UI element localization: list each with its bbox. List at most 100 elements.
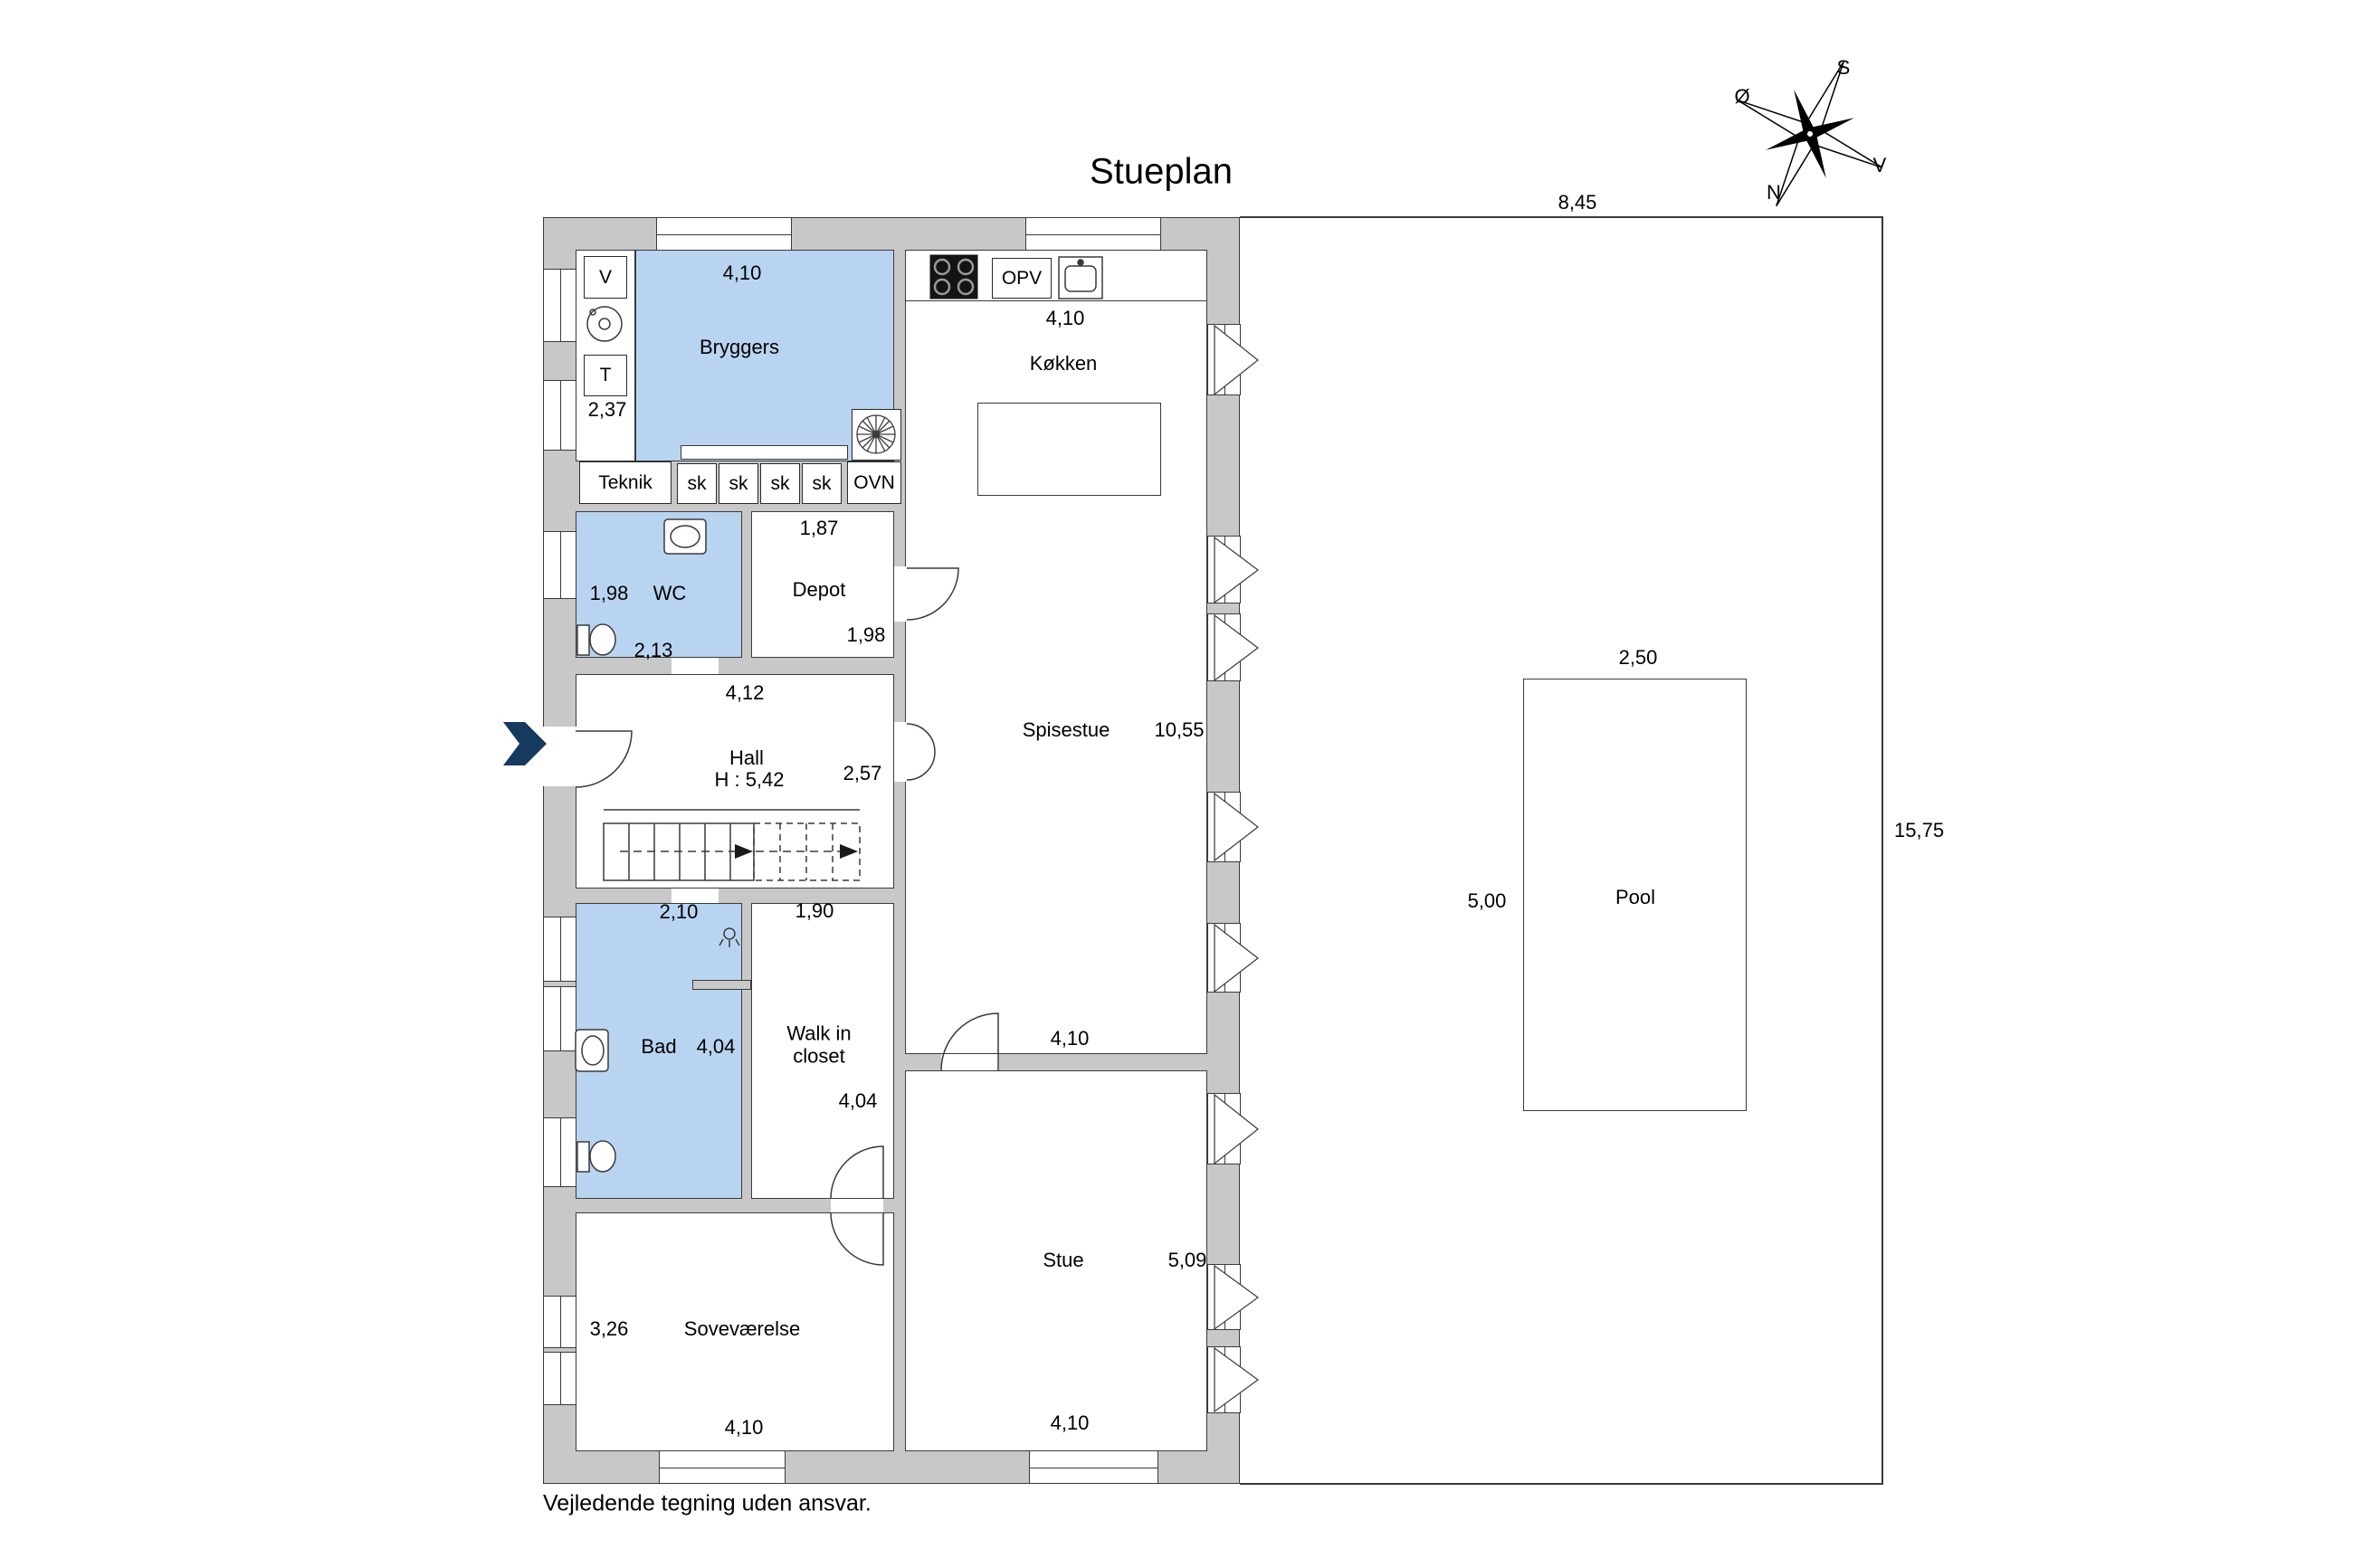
dishwasher-box: OPV [992, 258, 1052, 299]
kitchen-sink-icon [1058, 256, 1103, 299]
washing-machine-icon [586, 306, 623, 342]
site-width-dim: 8,45 [1558, 191, 1597, 214]
window [1025, 217, 1161, 251]
wc-door-opening [672, 658, 719, 674]
stair-direction-arrow [840, 844, 858, 859]
stue-dim: 5,09 [1167, 1249, 1207, 1271]
bad-dim: 4,04 [696, 1035, 736, 1058]
depot-door-opening [894, 566, 906, 622]
spisestue-label: Spisestue [1022, 718, 1110, 741]
site-boundary-top [1240, 216, 1882, 218]
pool-width-dim: 2,50 [1618, 646, 1658, 669]
stue-label: Stue [1043, 1249, 1084, 1271]
kitchen-dim: 4,10 [1045, 307, 1085, 329]
stair-direction-arrow [735, 844, 753, 859]
compass-label-n: N [1767, 181, 1781, 204]
window [543, 531, 576, 599]
pool-height-dim: 5,00 [1467, 889, 1507, 912]
bad-dim-top: 2,10 [659, 900, 699, 923]
window [543, 380, 576, 451]
window [656, 217, 792, 251]
hall-dining-door-arc [906, 723, 936, 781]
window [543, 986, 576, 1051]
closet-box: sk [802, 463, 842, 504]
closet-label: sk [687, 472, 707, 494]
window [543, 1117, 576, 1187]
window [543, 1352, 576, 1405]
disclaimer-text: Vejledende tegning uden ansvar. [543, 1490, 872, 1516]
teknik-box: Teknik [579, 461, 672, 504]
ventilation-fan-icon [856, 414, 896, 454]
hall-ceiling-height: H : 5,42 [714, 768, 785, 791]
depot-dim-top: 1,87 [799, 517, 839, 539]
site-height-dim: 15,75 [1894, 819, 1945, 841]
walkin-label-line2: closet [793, 1045, 845, 1068]
pool [1523, 679, 1747, 1111]
bath-toilet-icon [576, 1140, 616, 1173]
wc-sink-icon [663, 518, 707, 555]
entry-door-arc [575, 730, 633, 788]
bath-sink-icon [575, 1029, 609, 1072]
window [659, 1450, 786, 1484]
compass-label-oe: Ø [1734, 85, 1750, 108]
bryggers-counter [681, 445, 848, 460]
laundry-dim: 2,37 [587, 398, 627, 421]
kitchen-label: Køkken [1029, 352, 1098, 375]
oven-box: OVN [847, 461, 901, 504]
depot-label: Depot [792, 578, 846, 601]
closet-box: sk [677, 463, 717, 504]
closet-label: sk [812, 472, 832, 494]
hall-dim-top: 4,12 [725, 681, 765, 704]
entry-door-opening [543, 727, 576, 786]
room-bedroom [576, 1212, 894, 1451]
room-depot [751, 511, 894, 658]
dining-living-door-arc [940, 1012, 999, 1071]
window [543, 1296, 576, 1348]
bath-wall-stub [692, 980, 751, 990]
walkin-label-line1: Walk in [786, 1022, 852, 1045]
window [1029, 1450, 1158, 1484]
walkin-bedroom-opening [831, 1199, 883, 1212]
dryer-box: T [584, 355, 627, 396]
bedroom-door-arc [830, 1212, 884, 1266]
compass-rose-icon [1737, 61, 1883, 207]
wc-dim-left: 1,98 [589, 582, 629, 604]
bad-label: Bad [641, 1035, 677, 1058]
teknik-label: Teknik [598, 471, 653, 493]
bedroom-label: Soveværelse [683, 1317, 801, 1340]
spisestue-dim: 10,55 [1154, 718, 1205, 741]
kitchen-island [977, 403, 1161, 496]
window [543, 269, 576, 342]
wc-dim-bottom: 2,13 [634, 639, 673, 661]
washer-box: V [584, 256, 627, 299]
hall-dining-opening [894, 722, 906, 782]
closet-label: sk [770, 472, 790, 494]
bedroom-dim-left: 3,26 [589, 1317, 629, 1340]
bryggers-dim: 4,10 [722, 261, 762, 284]
entry-arrow-icon [503, 722, 547, 765]
walkin-door-arc [830, 1145, 884, 1200]
terrace-door-swings [1214, 324, 1260, 1413]
closet-box: sk [719, 463, 758, 504]
walkin-dim-top: 1,90 [795, 899, 834, 922]
door-arcs [575, 567, 999, 1266]
staircase [603, 809, 861, 881]
site-boundary-right [1881, 216, 1883, 1485]
bad-door-opening [672, 889, 719, 903]
closet-box: sk [760, 463, 800, 504]
window [543, 917, 576, 982]
dishwasher-label: OPV [1001, 267, 1043, 289]
closet-label: sk [729, 472, 748, 494]
stove-icon [929, 254, 978, 299]
room-stue [905, 1070, 1207, 1451]
compass-label-s: S [1836, 56, 1851, 79]
hall-dim-right: 2,57 [843, 762, 882, 784]
page-title: Stueplan [1090, 151, 1233, 192]
oven-label: OVN [853, 471, 895, 493]
stue-dim-top: 4,10 [1050, 1027, 1090, 1050]
shower-icon [719, 927, 740, 947]
room-bryggers [635, 250, 894, 461]
depot-door-arc [906, 567, 959, 621]
room-kitchen-dining [905, 250, 1207, 1054]
